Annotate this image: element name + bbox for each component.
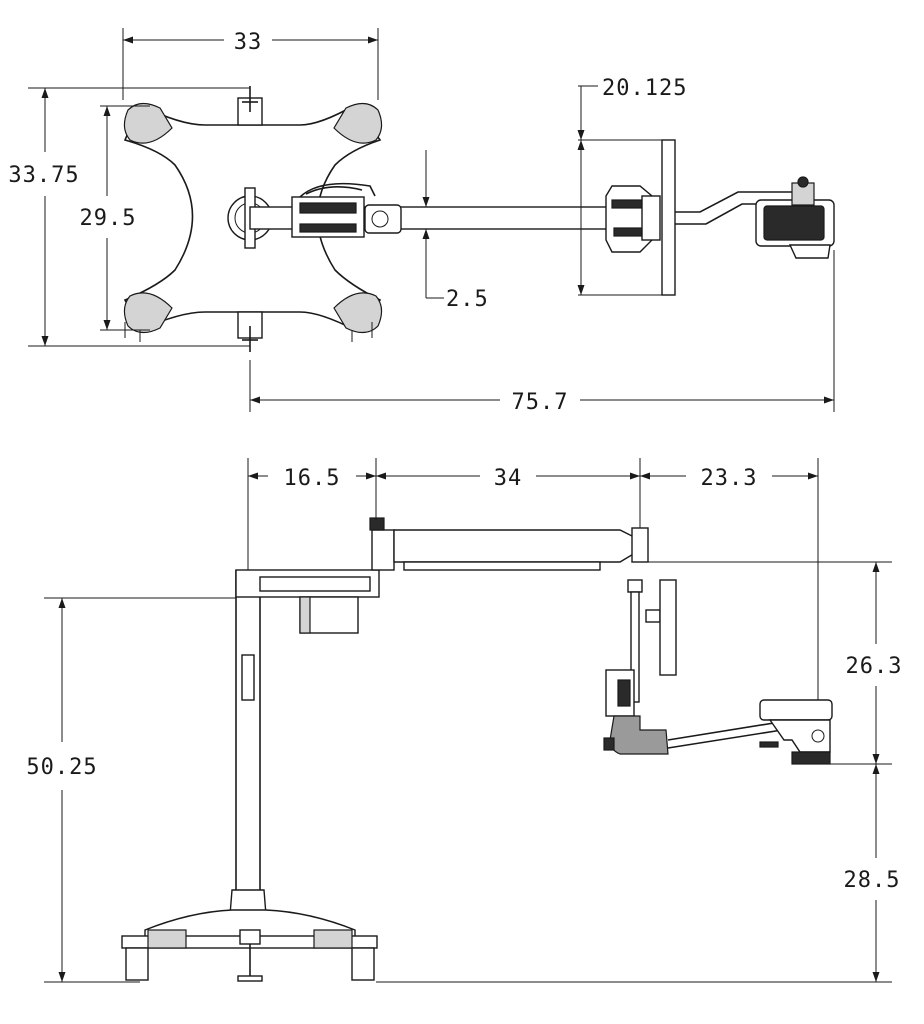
dim-arm-thickness: 2.5 [446,287,489,312]
dim-monitor-width: 20.125 [602,76,687,101]
dim-top-height-outer: 33.75 [8,163,79,188]
monitor-top [661,139,676,296]
dim-side-offset-1: 16.5 [284,466,341,491]
monitor-side [659,579,677,676]
side-view [121,517,833,982]
caster-pad-bottom-left [123,292,173,334]
base-side [144,909,356,939]
dim-overall-reach: 75.7 [512,390,569,415]
dim-top-height-inner: 29.5 [80,206,137,231]
dim-side-offset-2: 23.3 [701,466,758,491]
top-view [123,86,835,352]
dim-drop-height: 26.3 [846,654,903,679]
caster-pad-bottom-right [333,292,383,334]
dim-pole-height: 50.25 [26,755,97,780]
dim-top-width: 33 [234,30,263,55]
caster-pad-top-right [333,102,383,144]
arm-side [393,529,641,563]
tray-side [759,699,833,721]
dimension-lines [28,28,892,983]
dim-tray-height: 28.5 [844,868,901,893]
caster-pad-top-left [123,102,173,144]
dim-side-arm-length: 34 [494,466,523,491]
